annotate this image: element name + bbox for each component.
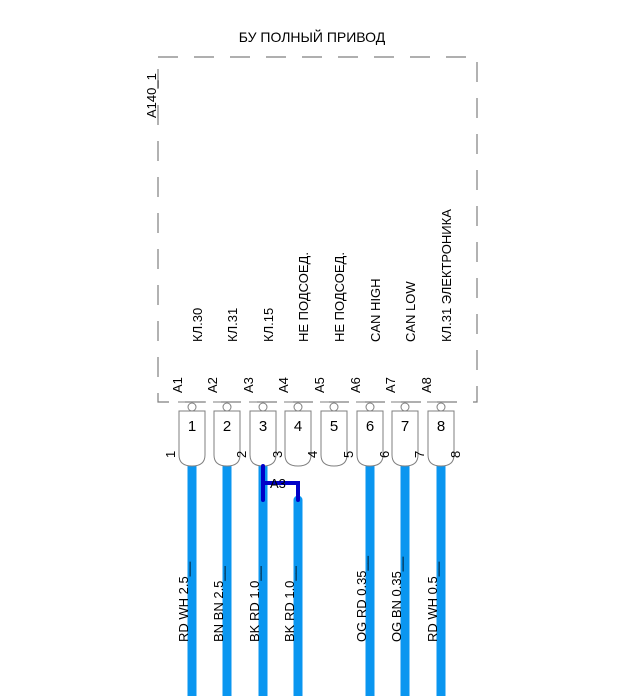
pin-label: A8: [419, 377, 434, 393]
wire-label: BK RD 1.0__: [282, 565, 297, 642]
pin-body: [284, 410, 312, 467]
pin-label: A2: [205, 377, 220, 393]
wire-label: BK RD 1.0__: [247, 565, 262, 642]
pin-function: НЕ ПОДСОЕД.: [332, 252, 347, 342]
pin-terminal-icon: [258, 402, 268, 412]
wire-label: BN BN 2.5__: [211, 565, 226, 642]
pin-label: A4: [276, 377, 291, 393]
pin-function: CAN HIGH: [368, 278, 383, 342]
pin-number: 8: [437, 418, 445, 435]
connector-pin-7[interactable]: OG BN 0.35__ 7 7 A7 CAN LOW: [383, 281, 427, 696]
pin-number: 2: [223, 418, 231, 435]
pin-body: [356, 410, 384, 467]
pin-label: A6: [348, 377, 363, 393]
pin-side-number: 7: [412, 451, 427, 458]
pin-terminal-icon: [365, 402, 375, 412]
wire-label: OG RD 0.35__: [354, 555, 369, 642]
connector-pin-4[interactable]: BK RD 1.0__ 4 4 A4 НЕ ПОДСОЕД.: [276, 252, 320, 696]
pin-terminal-icon: [187, 402, 197, 412]
connector-pin-1[interactable]: RD WH 2.5__ 1 1 A1 КЛ.30: [163, 308, 206, 696]
pin-side-number: 6: [377, 451, 392, 458]
pin-function: КЛ.30: [190, 308, 205, 342]
pin-side-number: 2: [234, 451, 249, 458]
pin-number: 1: [188, 418, 196, 435]
pin-terminal-icon: [436, 402, 446, 412]
splice-bridge: A3: [261, 464, 300, 502]
pin-function: КЛ.31 ЭЛЕКТРОНИКА: [439, 209, 454, 342]
pin-side-number: 4: [305, 451, 320, 458]
splice-label: A3: [270, 476, 286, 491]
pin-label: A7: [383, 377, 398, 393]
pin-body: [213, 410, 241, 467]
pin-number: 3: [259, 418, 267, 435]
pin-side-number: 1: [163, 451, 178, 458]
component-title: БУ ПОЛНЫЙ ПРИВОД: [239, 28, 386, 45]
pin-label: A3: [241, 377, 256, 393]
pin-function: CAN LOW: [403, 281, 418, 342]
pin-number: 7: [401, 418, 409, 435]
pin-function: КЛ.15: [261, 308, 276, 342]
connector-pin-5[interactable]: 5 5 A5 НЕ ПОДСОЕД.: [312, 252, 356, 467]
connector-pin-6[interactable]: OG RD 0.35__ 6 6 A6 CAN HIGH: [348, 278, 392, 696]
pin-terminal-icon: [293, 402, 303, 412]
pin-side-number: 8: [448, 451, 463, 458]
pin-side-number: 3: [270, 451, 285, 458]
pin-label: A5: [312, 377, 327, 393]
component-id: A140_1: [144, 73, 159, 118]
connector-pin-2[interactable]: BN BN 2.5__ 2 2 A2 КЛ.31: [205, 308, 249, 696]
pin-terminal-icon: [329, 402, 339, 412]
wire-label: OG BN 0.35__: [389, 556, 404, 642]
pin-body: [391, 410, 419, 467]
pin-terminal-icon: [222, 402, 232, 412]
pin-number: 4: [294, 418, 302, 435]
wire-label: RD WH 2.5__: [176, 561, 191, 642]
connector-pin-8[interactable]: RD WH 0.5__ 8 8 A8 КЛ.31 ЭЛЕКТРОНИКА: [419, 209, 463, 696]
pin-number: 6: [366, 418, 374, 435]
pin-number: 5: [330, 418, 338, 435]
wire-label: RD WH 0.5__: [425, 561, 440, 642]
pin-terminal-icon: [400, 402, 410, 412]
pin-side-number: 5: [341, 451, 356, 458]
pin-label: A1: [170, 377, 185, 393]
pin-function: НЕ ПОДСОЕД.: [296, 252, 311, 342]
pin-body: [178, 410, 206, 467]
pin-function: КЛ.31: [225, 308, 240, 342]
component-outline: [157, 56, 478, 403]
pin-body: [427, 410, 455, 467]
pin-body: [320, 410, 348, 467]
